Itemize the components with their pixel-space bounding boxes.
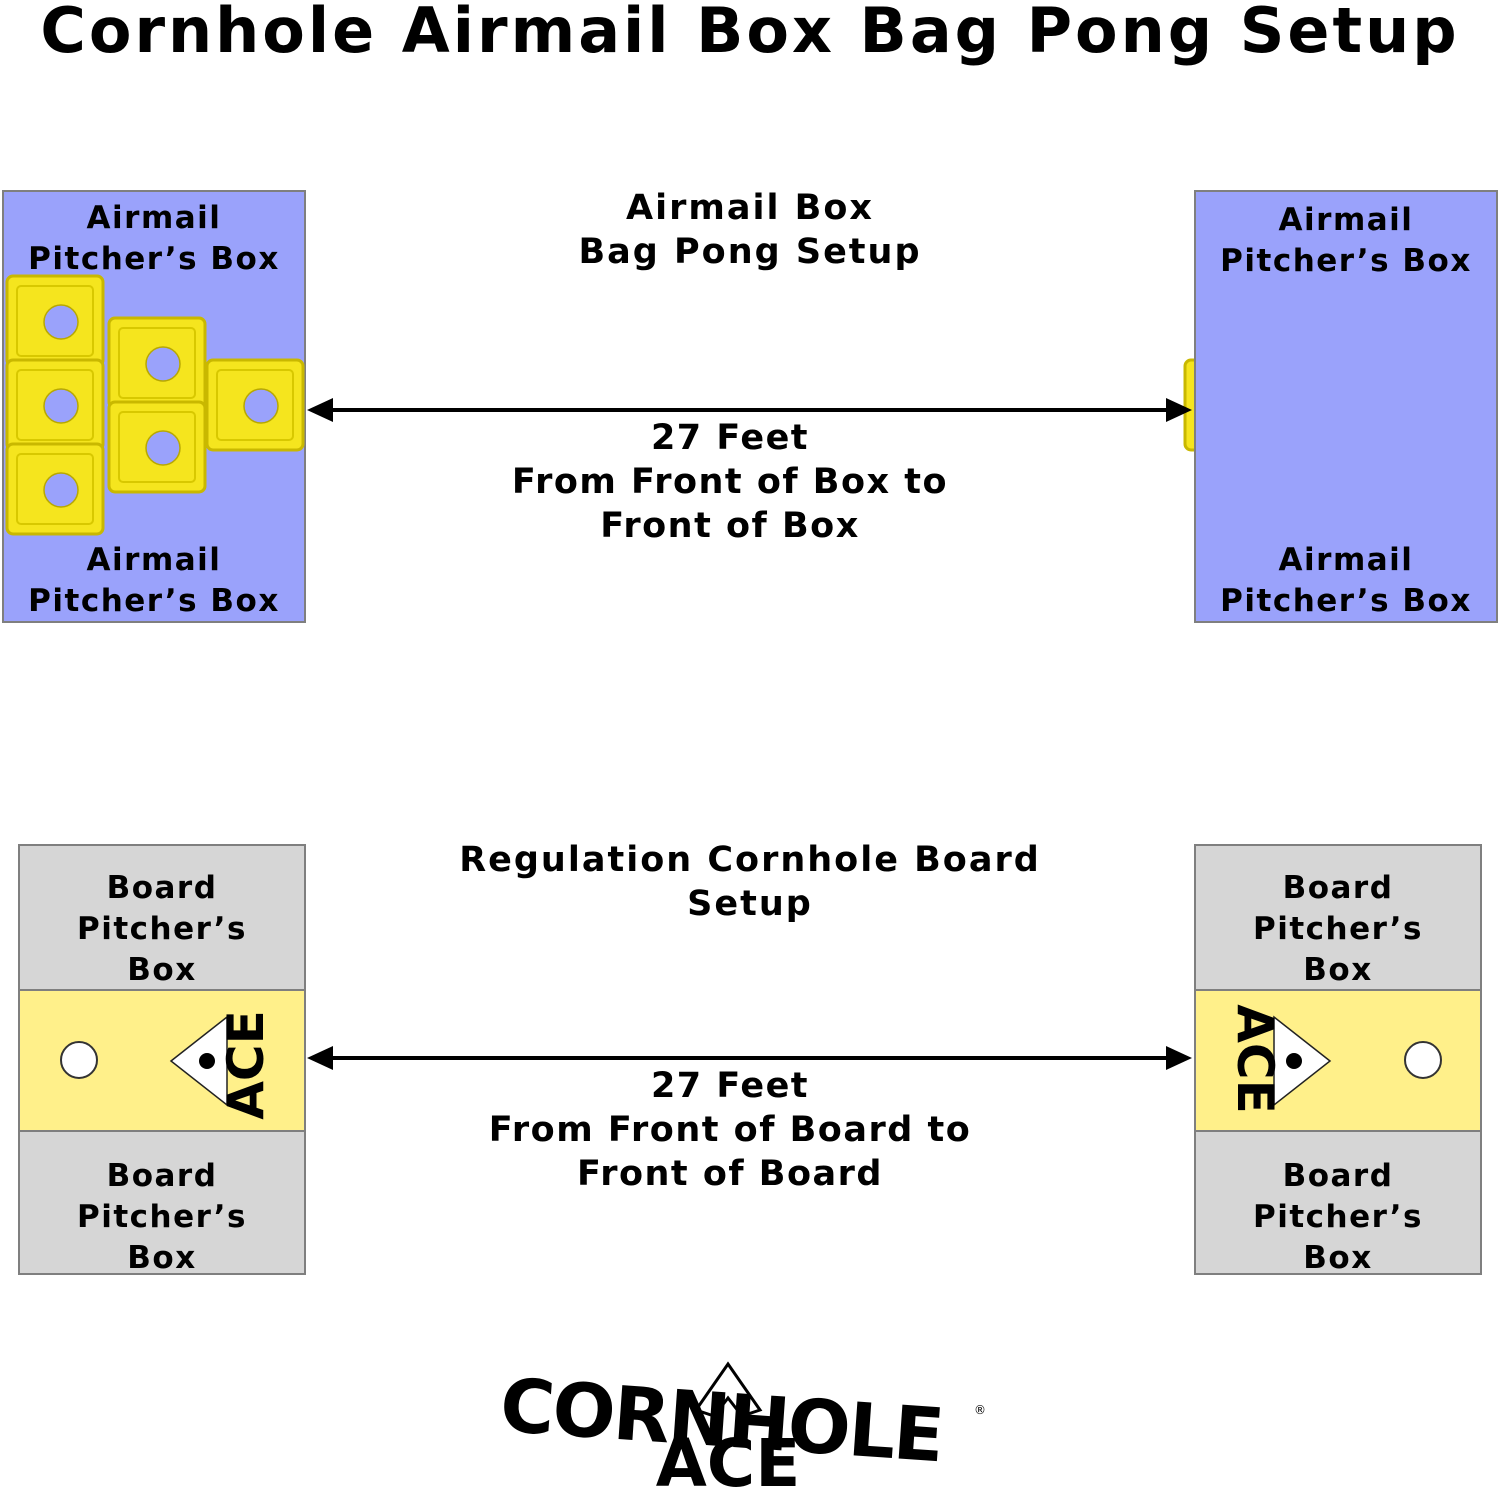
board-right-bottom-label: Board Pitcher’s Box	[1196, 1156, 1480, 1279]
label-line: Airmail	[1278, 542, 1414, 578]
board-setup-heading: Regulation Cornhole Board Setup	[400, 838, 1100, 926]
board-logo-text: ACE	[1226, 1004, 1284, 1114]
distance-line: Front of Box	[600, 506, 860, 546]
label-line: Airmail	[1278, 202, 1414, 238]
label-line: Pitcher’s Box	[1220, 583, 1472, 619]
airmail-box-icon	[5, 274, 105, 368]
label-line: Pitcher’s Box	[1220, 243, 1472, 279]
board-distance-label: 27 Feet From Front of Board to Front of …	[430, 1064, 1030, 1196]
airmail-left-bottom-label: Airmail Pitcher’s Box	[4, 540, 304, 622]
label-line: Box	[1303, 1240, 1373, 1276]
cornhole-ace-logo: CORNHOLE ACE ®	[498, 1361, 986, 1494]
label-line: Board Pitcher’s	[77, 1158, 247, 1235]
board-logo-text: ACE	[217, 1010, 275, 1120]
airmail-box-icon	[5, 442, 105, 536]
board-hole	[1404, 1041, 1442, 1079]
distance-line: 27 Feet	[650, 418, 810, 458]
label-line: Pitcher’s Box	[28, 241, 280, 277]
label-line: Airmail	[86, 542, 222, 578]
label-line: Box	[127, 952, 197, 988]
heading-line: Bag Pong Setup	[578, 232, 922, 272]
logo-line2: ACE	[656, 1425, 801, 1494]
board-hole	[60, 1041, 98, 1079]
heading-line: Regulation Cornhole Board	[459, 840, 1041, 880]
distance-line: From Front of Board to	[488, 1110, 972, 1150]
airmail-pitcher-box-right: Airmail Pitcher’s Box Airmail Pitcher’s …	[1194, 190, 1498, 623]
distance-line: From Front of Box to	[511, 462, 949, 502]
heading-line: Airmail Box	[626, 188, 874, 228]
board-logo-icon: ACE	[169, 1010, 275, 1120]
board-logo-icon: ACE	[1226, 1004, 1332, 1114]
airmail-box-icon	[205, 358, 305, 452]
board-pitcher-box-left: Board Pitcher’s Box ACE Board Pitcher’s …	[18, 844, 306, 1276]
label-line: Box	[1303, 952, 1373, 988]
cornhole-board-right: ACE	[1196, 989, 1480, 1132]
airmail-left-top-label: Airmail Pitcher’s Box	[4, 198, 304, 280]
page-title: Cornhole Airmail Box Bag Pong Setup	[40, 0, 1460, 67]
airmail-right-top-label: Airmail Pitcher’s Box	[1196, 200, 1496, 282]
airmail-setup-heading: Airmail Box Bag Pong Setup	[450, 186, 1050, 274]
label-line: Pitcher’s Box	[28, 583, 280, 619]
airmail-box-icon	[107, 400, 207, 494]
label-line: Airmail	[86, 200, 222, 236]
board-pitcher-box-right: Board Pitcher’s Box ACE Board Pitcher’s …	[1194, 844, 1482, 1276]
airmail-box-icon	[107, 316, 207, 410]
distance-line: Front of Board	[577, 1154, 883, 1194]
board-right-top-label: Board Pitcher’s Box	[1196, 868, 1480, 991]
label-line: Board Pitcher’s	[77, 870, 247, 947]
cornhole-board-left: ACE	[20, 989, 304, 1132]
board-left-bottom-label: Board Pitcher’s Box	[20, 1156, 304, 1279]
distance-line: 27 Feet	[650, 1066, 810, 1106]
registered-mark: ®	[974, 1403, 986, 1417]
label-line: Board Pitcher’s	[1253, 1158, 1423, 1235]
airmail-box-icon	[5, 358, 105, 452]
airmail-distance-label: 27 Feet From Front of Box to Front of Bo…	[430, 416, 1030, 548]
label-line: Box	[127, 1240, 197, 1276]
airmail-right-bottom-label: Airmail Pitcher’s Box	[1196, 540, 1496, 622]
label-line: Board Pitcher’s	[1253, 870, 1423, 947]
board-left-top-label: Board Pitcher’s Box	[20, 868, 304, 991]
heading-line: Setup	[687, 884, 813, 924]
